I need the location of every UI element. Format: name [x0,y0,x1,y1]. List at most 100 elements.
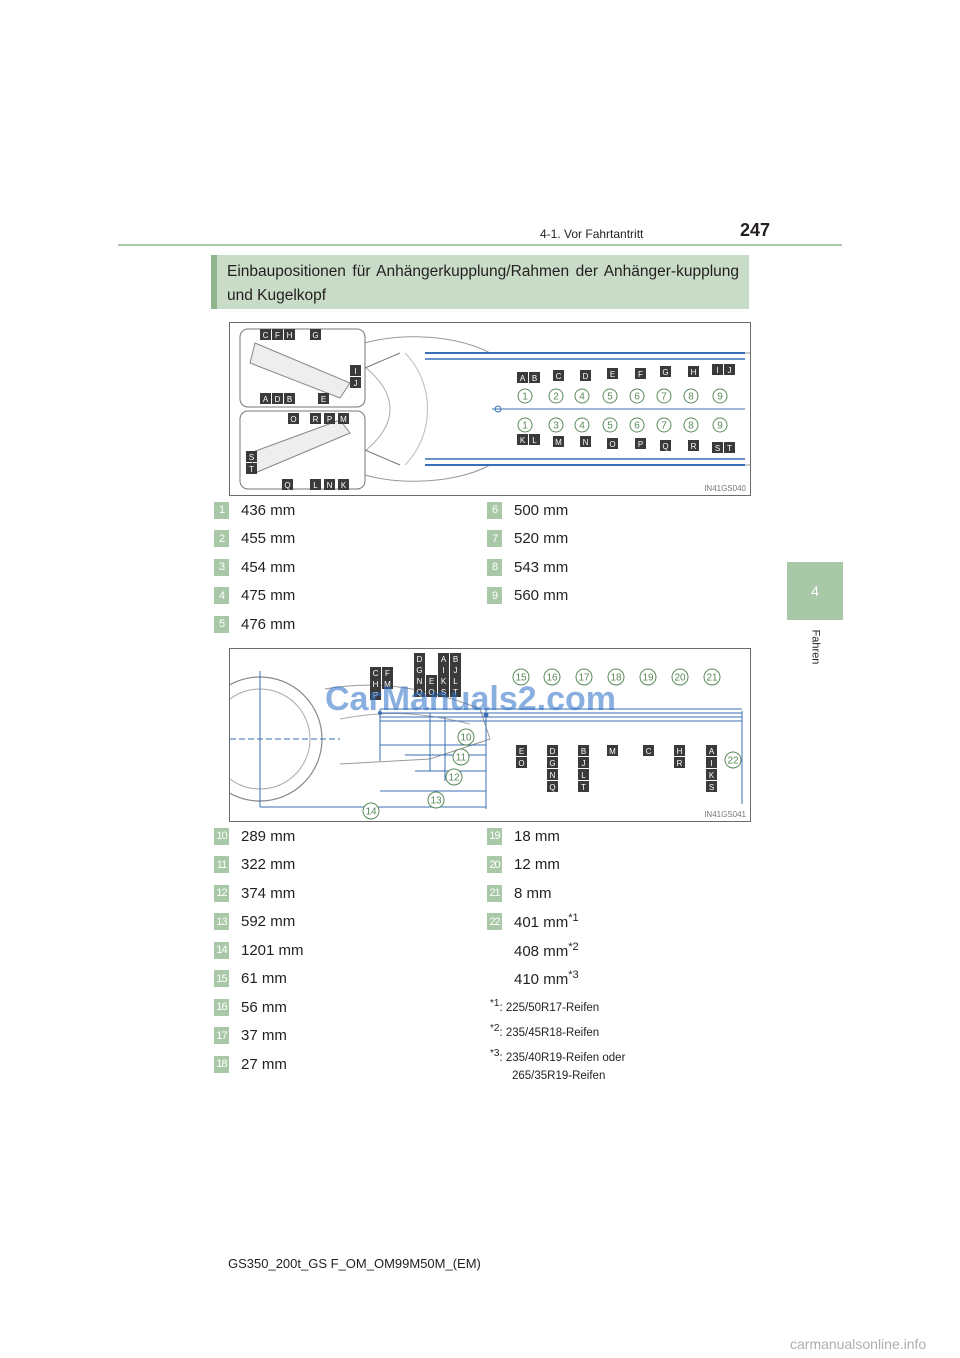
svg-text:S: S [709,783,714,792]
measurement-value: 592 mm [241,913,296,930]
chapter-tab: 4 [787,562,843,620]
dimension-number: 5 [602,417,618,433]
position-letter: R [688,440,699,451]
svg-text:B: B [581,747,586,756]
svg-text:9: 9 [717,421,723,432]
position-letter: T [724,442,735,453]
svg-text:4: 4 [579,392,585,403]
svg-text:I: I [442,666,444,675]
position-letter: C [643,745,654,756]
callout-letter: E [426,675,437,686]
svg-text:C: C [646,747,652,756]
measurement-number: 4 [214,587,229,604]
callout-letter: K [438,675,449,686]
svg-text:D: D [583,372,589,381]
svg-text:7: 7 [661,392,667,403]
svg-text:17: 17 [578,673,590,684]
svg-text:13: 13 [430,796,442,807]
svg-text:1: 1 [522,392,528,403]
svg-text:J: J [454,666,458,675]
measurement-value: 374 mm [241,884,296,902]
svg-text:O: O [428,688,434,697]
svg-text:4: 4 [579,421,585,432]
dimension-number: 8 [683,417,699,433]
callout-letter: I [350,365,361,376]
measurement-number: 11 [214,856,229,873]
chapter-label: Fahren [787,622,843,672]
svg-text:8: 8 [688,421,694,432]
svg-text:21: 21 [706,673,718,684]
callout-letter: T [450,686,461,697]
section-title: 4-1. Vor Fahrtantritt [540,227,644,241]
svg-text:9: 9 [717,392,723,403]
svg-text:L: L [453,677,458,686]
svg-text:8: 8 [688,392,694,403]
dimension-number: 6 [629,388,645,404]
svg-text:2: 2 [553,392,559,403]
svg-text:T: T [727,444,732,453]
dimension-number: 13 [427,791,445,809]
footnote-marker: *1 [568,912,579,924]
svg-text:J: J [582,759,586,768]
measurement-value: 289 mm [241,827,296,845]
svg-text:B: B [287,395,292,404]
svg-text:A: A [520,374,526,383]
footnote-marker: *1 [490,998,500,1009]
callout-letter: P [324,413,335,424]
dimension-number: 18 [607,668,625,686]
position-letter: P [635,438,646,449]
svg-text:N: N [550,771,556,780]
callout-letter: G [414,664,425,675]
svg-text:H: H [677,747,683,756]
svg-text:G: G [549,759,555,768]
svg-text:L: L [532,436,537,445]
svg-text:N: N [583,438,589,447]
dimension-number: 14 [362,802,380,820]
position-letter: E [516,745,527,756]
footnote-marker: *3 [568,969,579,981]
svg-text:P: P [638,440,643,449]
callout-letter: C [260,329,271,340]
svg-text:A: A [263,395,269,404]
position-letter: N [580,436,591,447]
position-letter: D [580,370,591,381]
position-letter: Q [547,781,558,792]
svg-text:L: L [313,481,318,490]
dimension-number: 9 [712,417,728,433]
section-heading: Einbaupositionen für Anhängerkupplung/Ra… [211,255,749,309]
footnote-marker: *2 [568,940,579,953]
svg-text:12: 12 [448,773,460,784]
svg-text:Q: Q [416,688,422,697]
svg-text:S: S [715,444,720,453]
dimension-number: 22 [724,751,742,769]
measurement-number: 2 [214,530,229,547]
position-letter: B [529,372,540,383]
figure-code: IN41GS040 [704,484,746,493]
svg-text:T: T [581,783,586,792]
measurement-value: 1201 mm [241,941,304,959]
position-letter: K [706,769,717,780]
page-number: 247 [740,220,771,240]
svg-text:P: P [327,415,332,424]
measurement-value: 18 mm [514,827,560,845]
svg-text:5: 5 [607,392,613,403]
callout-letter: H [284,329,295,340]
svg-text:I: I [710,759,712,768]
position-letter: G [547,757,558,768]
dimension-number: 17 [575,668,593,686]
chapter-label-text: Fahren [808,629,821,665]
svg-text:J: J [354,379,358,388]
svg-text:E: E [519,747,524,756]
callout-letter: D [414,653,425,664]
dimension-number: 21 [703,668,721,686]
svg-text:M: M [340,415,347,424]
measurement-value: 408 mm*2 [514,940,579,960]
